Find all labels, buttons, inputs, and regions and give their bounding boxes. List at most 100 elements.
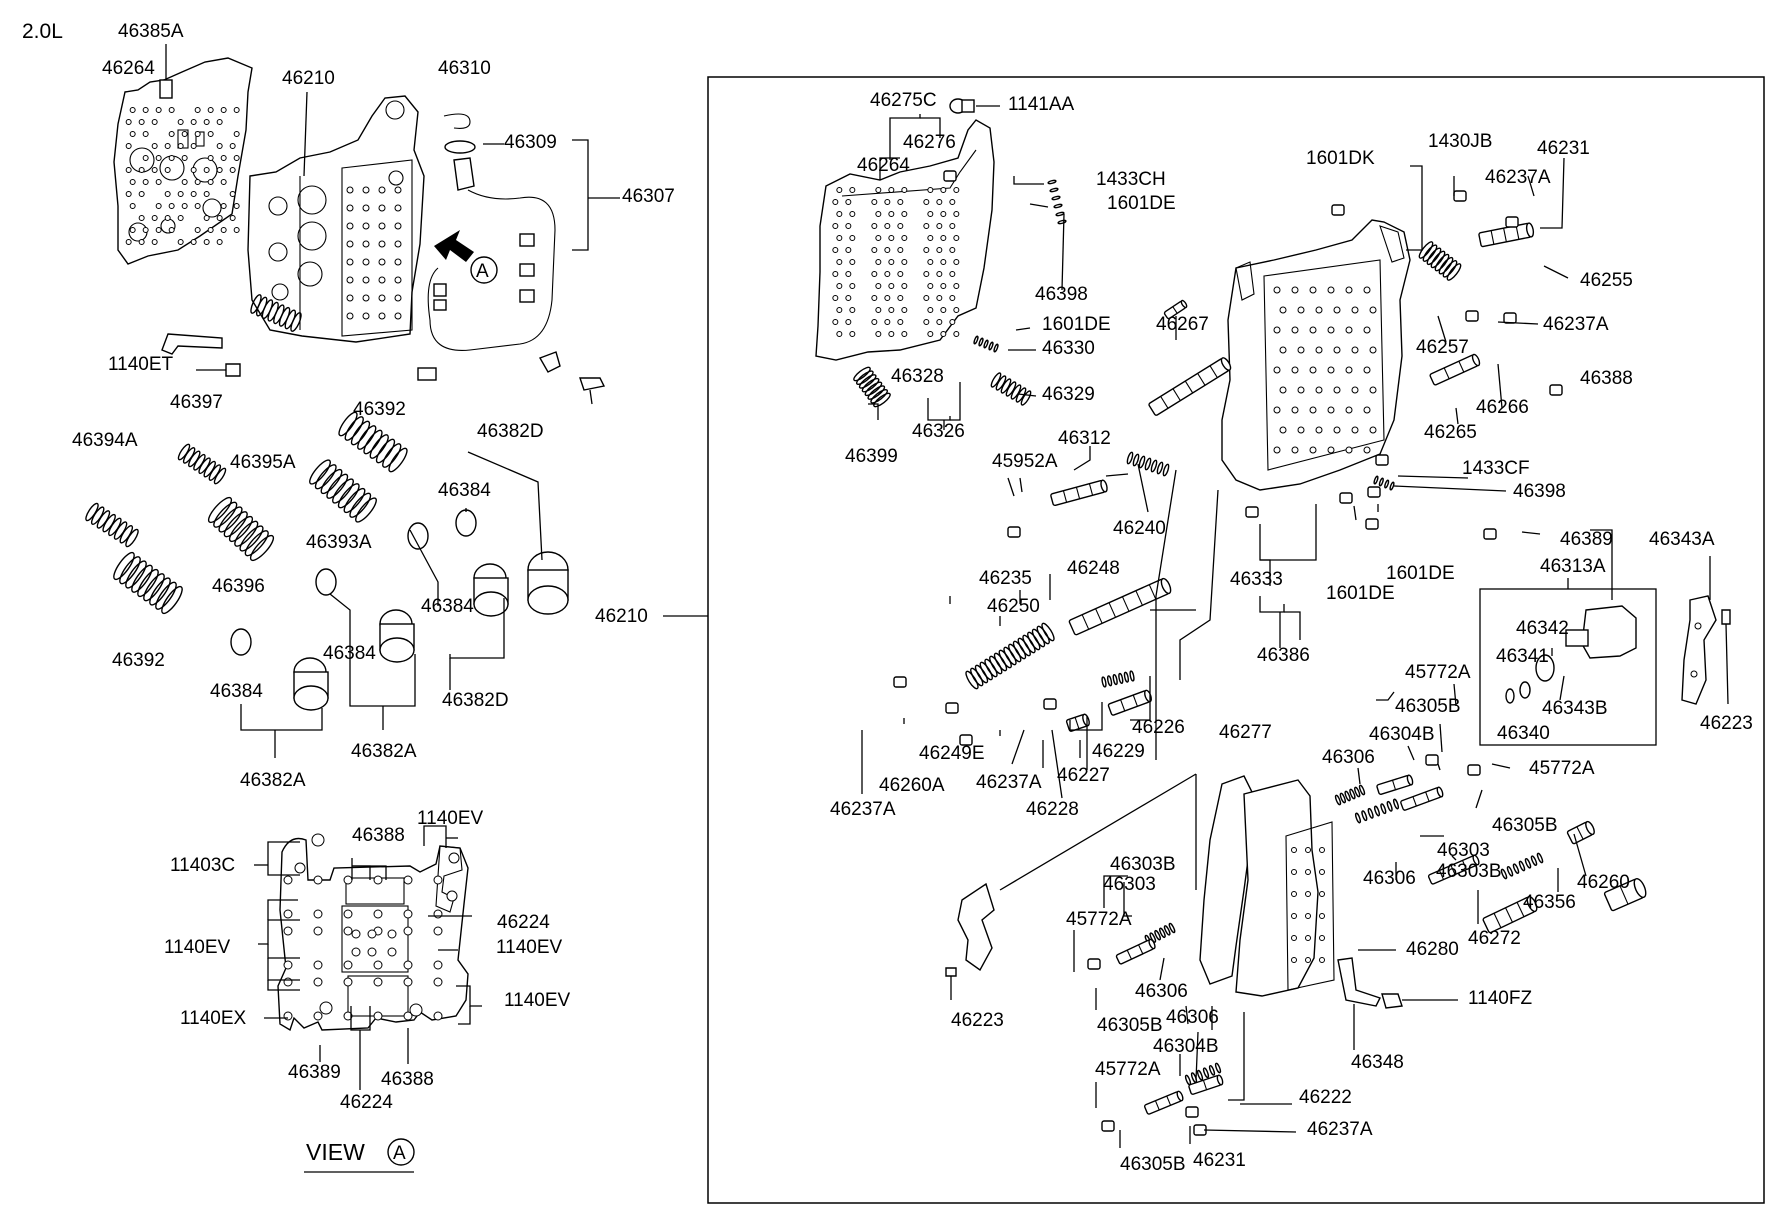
valve-spool: [1566, 820, 1595, 845]
part-callout: 46260: [1577, 872, 1630, 893]
part-callout: 46389: [288, 1062, 341, 1083]
spring-part: [338, 411, 408, 473]
part-callout: 46224: [497, 912, 550, 933]
valve-spool: [1107, 689, 1152, 716]
part-callout: 46265: [1424, 422, 1477, 443]
bolt-1140ET: [161, 333, 241, 377]
part-callout: 46303B: [1110, 854, 1176, 875]
part-callout: 46385A: [118, 21, 184, 42]
part-callout: 46328: [891, 366, 944, 387]
engine-label: 2.0L: [22, 20, 63, 43]
part-callout: 46229: [1092, 741, 1145, 762]
part-callout: 46237A: [1485, 167, 1551, 188]
left-leaders: [240, 451, 543, 758]
part-callout: 46224: [340, 1092, 393, 1113]
part-callout: 46227: [1057, 765, 1110, 786]
small-part: [1453, 190, 1467, 202]
part-callout: 46394A: [72, 430, 138, 451]
part-callout: 46307: [622, 186, 675, 207]
valve-spool: [1188, 1074, 1224, 1095]
part-callout: 46392: [353, 399, 406, 420]
part-callout: 46384: [210, 681, 263, 702]
part-callout: 46312: [1058, 428, 1111, 449]
part-callout: 46231: [1193, 1150, 1246, 1171]
valve-spool: [1050, 479, 1108, 507]
right-spools: [893, 170, 1647, 1136]
part-callout: 1433CH: [1096, 169, 1166, 190]
part-callout: 1140EV: [164, 937, 231, 958]
part-callout: 46384: [438, 480, 491, 501]
o-rings-46384: [230, 509, 477, 656]
bolt-1141AA: [949, 98, 1000, 114]
part-callout: 46305B: [1120, 1154, 1186, 1175]
part-callout: 46275C: [870, 90, 937, 111]
part-callout: 46260A: [879, 775, 945, 796]
spring-part: [1334, 784, 1366, 806]
part-callout: 1141AA: [1008, 94, 1075, 115]
valve-spool: [1115, 938, 1156, 965]
small-part: [1245, 506, 1259, 518]
part-callout: 45772A: [1095, 1059, 1161, 1080]
part-callout: 46356: [1523, 892, 1576, 913]
part-callout: 46340: [1497, 723, 1550, 744]
accumulator-pistons: [293, 551, 569, 711]
small-part: [1505, 216, 1519, 228]
spring-part: [1418, 241, 1462, 281]
valve-spool: [1478, 222, 1535, 248]
part-callout: 46382D: [477, 421, 544, 442]
part-callout: 46306: [1166, 1007, 1219, 1028]
part-callout: 45772A: [1529, 758, 1595, 779]
spring-part: [973, 335, 999, 353]
part-callout: 46223: [951, 1010, 1004, 1031]
bracket-46343A: [1681, 556, 1731, 705]
part-callout: 1140EV: [496, 937, 563, 958]
part-callout: 46399: [845, 446, 898, 467]
solenoid-group: [1479, 578, 1657, 746]
part-callout: 1140EV: [504, 990, 571, 1011]
spring-part: [113, 551, 183, 615]
part-callout: 46398: [1513, 481, 1566, 502]
part-callout: 46393A: [306, 532, 372, 553]
right-springs: [853, 179, 1544, 1086]
small-part: [1425, 754, 1439, 766]
part-callout: 46228: [1026, 799, 1079, 820]
small-part: [1375, 454, 1389, 466]
part-callout: 46303: [1103, 874, 1156, 895]
part-callout: 46389: [1560, 529, 1613, 550]
part-callout: 46388: [1580, 368, 1633, 389]
part-callout: 1140EV: [417, 808, 484, 829]
view-a-plate: [277, 833, 469, 1032]
part-callout: 46237A: [976, 772, 1042, 793]
part-callout: 46343B: [1542, 698, 1608, 719]
valve-spool: [1427, 854, 1480, 885]
part-callout: 46329: [1042, 384, 1095, 405]
bracket-46223: [945, 773, 1197, 1000]
small-part: [1007, 526, 1021, 538]
upper-valve-body: [1221, 219, 1411, 491]
valve-spool: [1068, 577, 1172, 636]
part-callout: 1601DE: [1326, 583, 1395, 604]
part-callout: 46341: [1496, 646, 1549, 667]
part-callout: 46305B: [1097, 1015, 1163, 1036]
right-leaders: [861, 114, 1613, 1148]
valve-spool: [1603, 877, 1647, 912]
valve-spool: [1065, 713, 1090, 732]
part-callout: 46267: [1156, 314, 1209, 335]
spring-part: [309, 459, 377, 523]
part-callout: 46384: [323, 643, 376, 664]
valve-spool: [1163, 299, 1188, 320]
part-callout: 46226: [1132, 717, 1185, 738]
part-callout: 1601DK: [1306, 148, 1375, 169]
part-callout: 46382D: [442, 690, 509, 711]
spring-part: [1101, 670, 1135, 688]
part-callout: 46306: [1322, 747, 1375, 768]
part-callout: 46382A: [351, 741, 417, 762]
part-callout: 46237A: [830, 799, 896, 820]
small-part: [1101, 1120, 1115, 1132]
part-callout: 46264: [857, 155, 910, 176]
small-part: [1185, 1106, 1199, 1118]
part-callout: 46223: [1700, 713, 1753, 734]
part-callout: 46303B: [1436, 861, 1502, 882]
lower-valve-body: [1199, 775, 1335, 997]
